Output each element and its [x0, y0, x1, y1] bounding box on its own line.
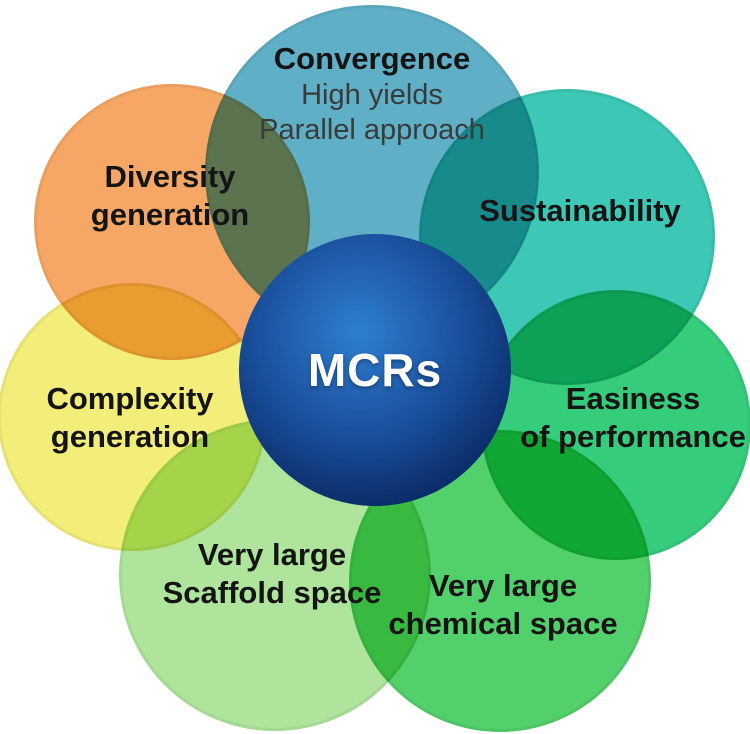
chemical-title-line2: chemical space	[388, 605, 618, 641]
petal-diversity-label: Diversity generation	[20, 158, 320, 234]
center-sphere: MCRs	[239, 234, 511, 506]
scaffold-title-line2: Scaffold space	[162, 574, 382, 610]
petal-scaffold-label: Very large Scaffold space	[122, 536, 422, 612]
complexity-title-line1: Complexity	[46, 381, 214, 416]
petal-easiness-label: Easiness of performance	[483, 380, 750, 456]
diversity-title-line1: Diversity	[104, 159, 236, 194]
easiness-title-line1: Easiness	[565, 381, 701, 416]
complexity-title-line2: generation	[50, 418, 210, 454]
chemical-title-line1: Very large	[428, 568, 578, 603]
petal-sustainability-label: Sustainability	[430, 192, 730, 230]
center-sphere-label: MCRs	[307, 344, 443, 396]
sustainability-title: Sustainability	[479, 193, 681, 228]
convergence-subtitle-1: High yields	[301, 78, 443, 111]
diversity-title-line2: generation	[90, 196, 250, 232]
petal-complexity-label: Complexity generation	[0, 380, 280, 456]
petal-chemical-label: Very large chemical space	[353, 567, 653, 643]
scaffold-title-line1: Very large	[197, 537, 347, 572]
easiness-title-line2: of performance	[520, 418, 746, 454]
convergence-title: Convergence	[273, 41, 471, 76]
convergence-subtitle-2: Parallel approach	[259, 114, 485, 147]
petal-convergence-label: Convergence High yields Parallel approac…	[172, 40, 572, 149]
